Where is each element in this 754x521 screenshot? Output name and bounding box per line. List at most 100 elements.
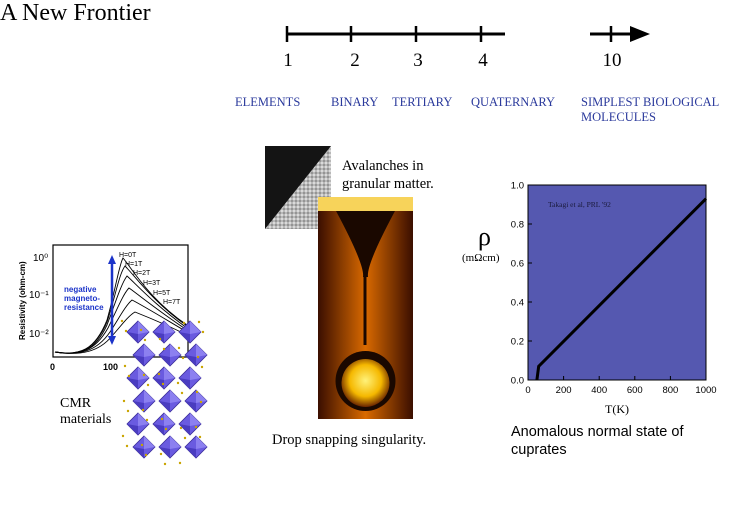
- crystal-atom: [142, 373, 146, 377]
- category-quaternary: QUATERNARY: [471, 95, 556, 109]
- chart-xtick-label: 0: [525, 385, 530, 396]
- crystal-octahedron: [184, 343, 208, 367]
- crystal-atom: [197, 320, 201, 324]
- crystal-atom: [124, 329, 128, 333]
- crystal-octahedron: [178, 320, 202, 344]
- granular-avalanche-image: [265, 146, 331, 229]
- crystal-octahedron: [152, 320, 176, 344]
- crystal-atom: [162, 347, 166, 351]
- svg-text:H=1T: H=1T: [125, 261, 143, 268]
- crystal-atom: [164, 427, 168, 431]
- crystal-atom: [199, 400, 203, 404]
- chart-xtick-label: 1000: [695, 385, 716, 396]
- svg-text:negative: negative: [64, 285, 97, 294]
- slide-title: A New Frontier: [0, 0, 151, 26]
- crystal-atom: [145, 418, 149, 422]
- svg-text:resistance: resistance: [64, 303, 104, 312]
- timeline-arrow: [285, 26, 650, 42]
- chart-ytick-label: 0.8: [511, 220, 524, 231]
- cmr-ytick-0: 10⁰: [33, 253, 48, 264]
- timeline-number-4: 4: [478, 50, 488, 71]
- crystal-atom: [139, 328, 143, 332]
- cmr-ytick-1: 10⁻¹: [29, 290, 49, 301]
- crystal-octahedron: [178, 366, 202, 390]
- crystal-atom: [194, 425, 198, 429]
- crystal-octahedron: [158, 435, 182, 459]
- crystal-atom: [120, 319, 124, 323]
- chart-xtick-label: 800: [662, 385, 678, 396]
- cmr-curves: [54, 257, 188, 354]
- crystal-atom: [180, 391, 184, 395]
- crystal-atom: [198, 435, 202, 439]
- chart-ytick-label: 1.0: [511, 181, 524, 192]
- cmr-annotation: negative magneto- resistance: [64, 285, 104, 312]
- cmr-caption-line2: materials: [60, 412, 112, 427]
- crystal-octahedron: [126, 412, 150, 436]
- cuprate-ylabel-symbol: ρ: [478, 222, 491, 251]
- crystal-atom: [196, 355, 200, 359]
- category-simplest-biological: SIMPLEST BIOLOGICAL: [581, 95, 720, 109]
- crystal-atom: [163, 462, 167, 466]
- cmr-ylabel: Resistivity (ohm-cm): [18, 261, 27, 340]
- crystal-atom: [144, 453, 148, 457]
- crystal-octahedron: [132, 435, 156, 459]
- cmr-ytick-2: 10⁻²: [29, 329, 49, 340]
- crystal-atom: [179, 426, 183, 430]
- crystal-octahedron: [184, 389, 208, 413]
- chart-ytick-label: 0.6: [511, 259, 524, 270]
- chart-xtick-label: 200: [556, 385, 572, 396]
- crystal-atom: [176, 381, 180, 385]
- svg-text:H=7T: H=7T: [163, 299, 181, 306]
- svg-text:H=3T: H=3T: [143, 280, 161, 287]
- drop-snapping-image: [318, 197, 413, 419]
- crystal-atom: [177, 346, 181, 350]
- category-tertiary: TERTIARY: [392, 95, 453, 109]
- crystal-octahedron: [152, 366, 176, 390]
- perovskite-crystal-image: [120, 319, 208, 466]
- svg-text:H=2T: H=2T: [133, 270, 151, 277]
- granular-caption-line1: Avalanches in: [342, 158, 424, 174]
- crystal-atom: [143, 338, 147, 342]
- timeline-number-3: 3: [413, 50, 423, 71]
- crystal-atom: [122, 399, 126, 403]
- cuprate-caption-line1: Anomalous normal state of: [511, 424, 684, 440]
- chart-ytick-label: 0.2: [511, 337, 524, 348]
- category-molecules: MOLECULES: [581, 110, 656, 124]
- crystal-atom: [161, 382, 165, 386]
- crystal-atom: [157, 372, 161, 376]
- drop-caption: Drop snapping singularity.: [272, 432, 427, 448]
- chart-ytick-label: 0.0: [511, 376, 524, 387]
- crystal-octahedron: [158, 389, 182, 413]
- crystal-octahedron: [126, 366, 150, 390]
- crystal-octahedron: [132, 343, 156, 367]
- timeline-number-10: 10: [602, 50, 622, 71]
- crystal-octahedra: [120, 319, 208, 466]
- crystal-atom: [125, 444, 129, 448]
- crystal-atom: [201, 330, 205, 334]
- chart-xtick-label: 400: [591, 385, 607, 396]
- crystal-atom: [183, 436, 187, 440]
- cmr-xtick-0: 0: [50, 362, 55, 372]
- crystal-atom: [181, 356, 185, 360]
- chart-annotation: Takagi et al, PRL '92: [548, 200, 611, 209]
- category-elements: ELEMENTS: [235, 95, 301, 109]
- crystal-atom: [182, 321, 186, 325]
- cmr-xtick-1: 100: [103, 362, 118, 372]
- crystal-atom: [160, 417, 164, 421]
- cuprate-caption-line2: cuprates: [511, 442, 567, 458]
- crystal-atom: [126, 409, 130, 413]
- timeline-number-2: 2: [350, 50, 360, 71]
- chart-xlabel: T(K): [605, 402, 629, 416]
- crystal-atom: [123, 364, 127, 368]
- crystal-atom: [159, 452, 163, 456]
- svg-text:magneto-: magneto-: [64, 294, 100, 303]
- crystal-atom: [158, 337, 162, 341]
- crystal-octahedron: [132, 389, 156, 413]
- chart-xtick-label: 600: [627, 385, 643, 396]
- timeline-number-1: 1: [283, 50, 293, 71]
- cmr-caption-line1: CMR: [60, 396, 92, 411]
- crystal-octahedron: [178, 412, 202, 436]
- crystal-atom: [200, 365, 204, 369]
- crystal-atom: [178, 461, 182, 465]
